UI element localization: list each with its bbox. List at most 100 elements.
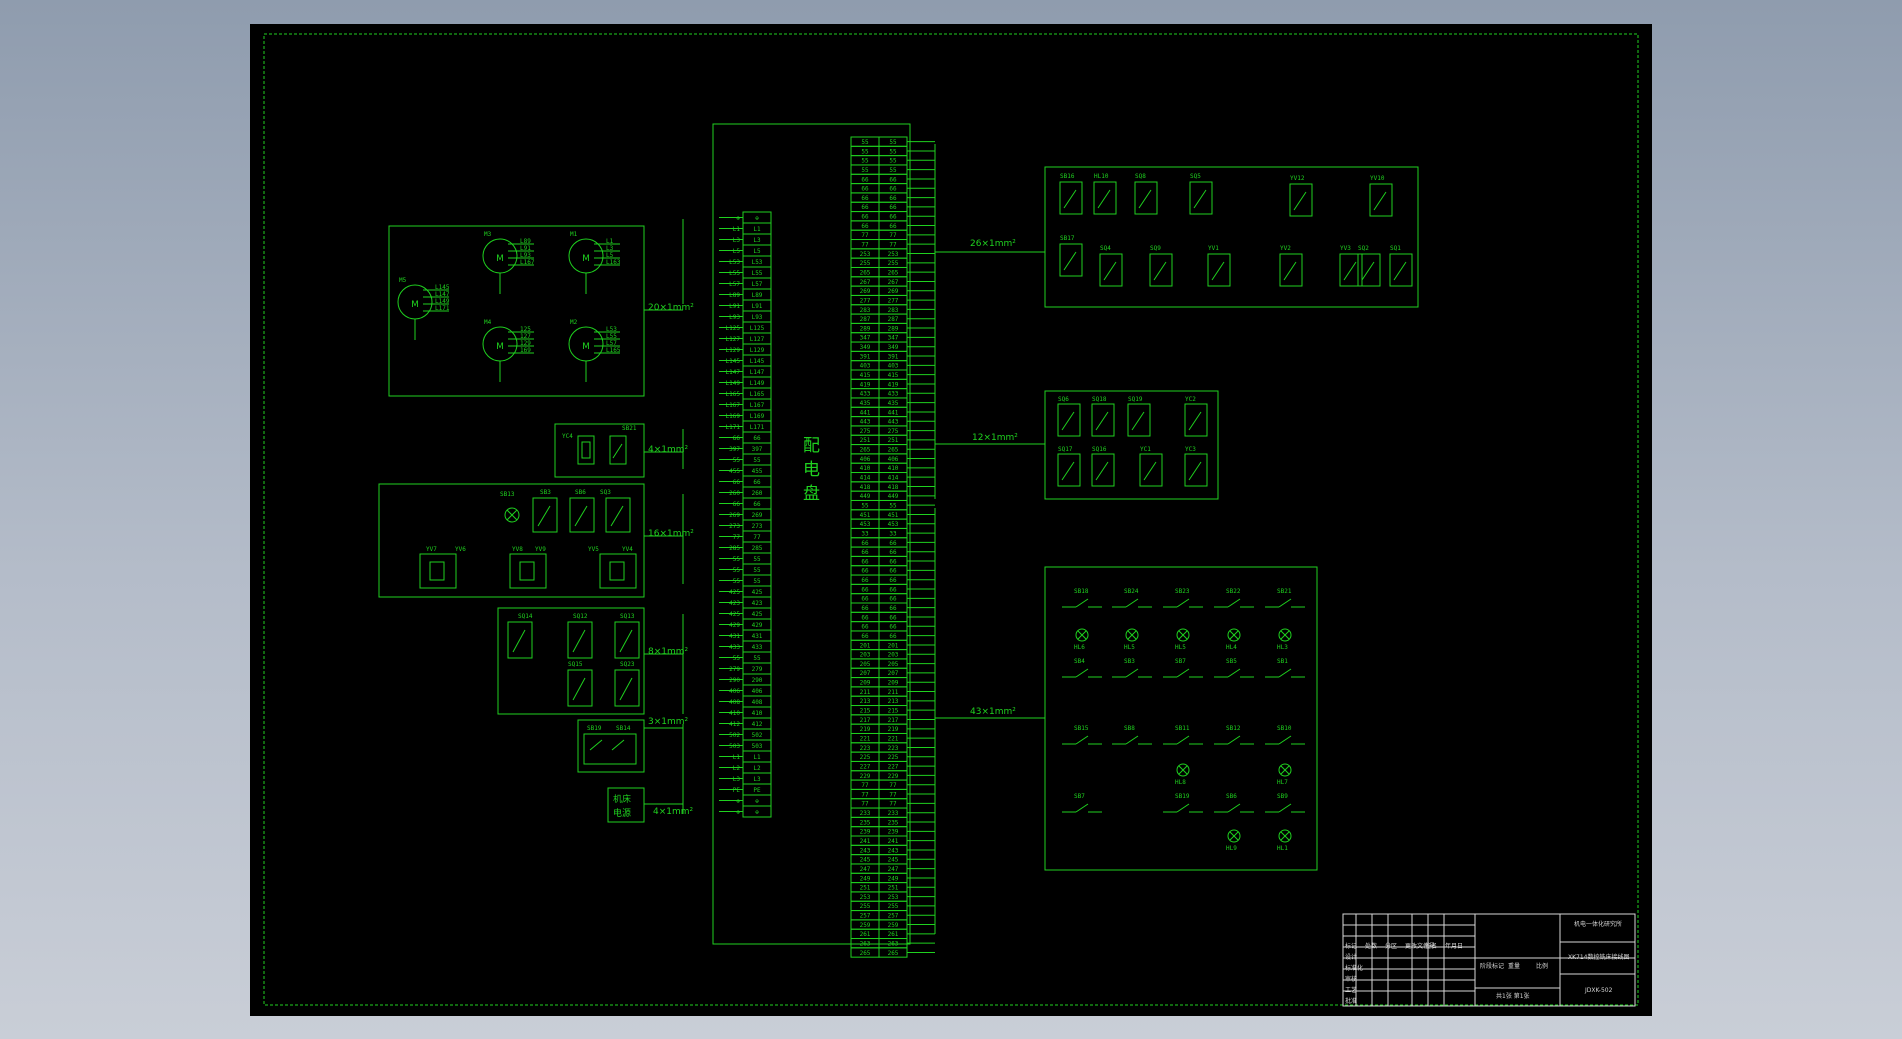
outer-terminal-label-r: 66 — [889, 204, 897, 211]
svg-text:JDXK-502: JDXK-502 — [1584, 987, 1613, 994]
inner-terminal-label: L55 — [752, 270, 763, 277]
schematic-canvas: 配 电 盘 ⊕⊕L1L1L3L3L5L5L53L53L55L55L57L57L8… — [263, 33, 1639, 1007]
inner-terminal-label: L3 — [753, 237, 761, 244]
title-block-cell: 更改文件号 — [1405, 942, 1435, 950]
inner-terminal-label: L53 — [752, 259, 763, 266]
button-label: SB22 — [1226, 588, 1241, 595]
outer-terminal-label: 265 — [860, 447, 871, 454]
inner-terminal-label: 77 — [753, 534, 761, 541]
device-symbol — [1389, 253, 1413, 287]
inner-terminal-label: ⊕ — [755, 798, 759, 805]
motor-terminal: L165 — [606, 347, 621, 354]
outer-terminal-label: 55 — [861, 139, 869, 146]
lamp-label: HL5 — [1175, 644, 1186, 651]
inner-terminal-left-label: 433 — [729, 644, 740, 651]
outer-terminal-label: 418 — [860, 484, 871, 491]
svg-text:YV9: YV9 — [535, 546, 546, 553]
device-symbol — [1099, 253, 1123, 287]
inner-terminal-label: 503 — [752, 743, 763, 750]
outer-terminal-label-r: 277 — [888, 297, 899, 304]
inner-terminal-label: 55 — [753, 567, 761, 574]
outer-terminal-label: 221 — [860, 735, 871, 742]
device-symbol — [1091, 403, 1115, 437]
right-mid-box — [1044, 390, 1219, 500]
inner-terminal-label: L165 — [750, 391, 765, 398]
outer-terminal-label: 247 — [860, 866, 871, 873]
outer-terminal-label: 261 — [860, 931, 871, 938]
outer-terminal-label: 267 — [860, 279, 871, 286]
outer-terminal-label: 451 — [860, 512, 871, 519]
inner-terminal-left-label: 55 — [733, 556, 741, 563]
inner-terminal-left-label: L89 — [729, 292, 740, 299]
cable-label-c9: 43×1mm² — [970, 707, 1016, 717]
svg-text:SB3: SB3 — [540, 489, 551, 496]
device-label: HL10 — [1094, 173, 1109, 180]
sb-box — [577, 719, 645, 773]
lamp-label: HL4 — [1226, 644, 1237, 651]
device-label: SQ4 — [1100, 245, 1111, 252]
inner-terminal-label: 412 — [752, 721, 763, 728]
outer-terminal-label-r: 243 — [888, 847, 899, 854]
outer-terminal-label-r: 349 — [888, 344, 899, 351]
motor-terminal: L5 — [606, 252, 614, 259]
svg-text:SB13: SB13 — [500, 491, 515, 498]
inner-terminal-left-label: 503 — [729, 743, 740, 750]
outer-terminal-label: 249 — [860, 875, 871, 882]
inner-terminal-left-label: 269 — [729, 512, 740, 519]
outer-terminal-label-r: 267 — [888, 279, 899, 286]
title-block-cell: 标记 — [1345, 942, 1357, 950]
outer-terminal-label-r: 269 — [888, 288, 899, 295]
title-block-cell: 审核 — [1345, 975, 1357, 983]
inner-terminal-left-label: 423 — [729, 600, 740, 607]
device-label: SQ19 — [1128, 396, 1143, 403]
button-label: SB21 — [1277, 588, 1292, 595]
lamp-label: HL9 — [1226, 845, 1237, 852]
inner-terminal-left-label: ⊕ — [736, 809, 740, 816]
device-symbol — [1059, 243, 1083, 277]
inner-terminal-label: L1 — [753, 754, 761, 761]
outer-terminal-label: 277 — [860, 297, 871, 304]
device-label: YV1 — [1208, 245, 1219, 252]
device-symbol — [1127, 403, 1151, 437]
svg-text:YC4: YC4 — [562, 433, 573, 440]
wire-bus — [682, 144, 936, 934]
outer-terminal-label-r: 55 — [889, 148, 897, 155]
motor-terminal: L57 — [606, 340, 617, 347]
outer-terminal-label-r: 451 — [888, 512, 899, 519]
inner-terminal-left-label: L2 — [733, 765, 741, 772]
svg-text:SQ12: SQ12 — [573, 613, 588, 620]
outer-terminal-label-r: 251 — [888, 437, 899, 444]
svg-text:SB19: SB19 — [587, 725, 602, 732]
outer-terminal-label-r: 66 — [889, 214, 897, 221]
motor-terminal: L145 — [435, 284, 450, 291]
outer-terminal-label: 275 — [860, 428, 871, 435]
outer-terminal-label: 55 — [861, 148, 869, 155]
inner-terminal-left-label: L93 — [729, 314, 740, 321]
inner-terminal-left-label: 425 — [729, 589, 740, 596]
inner-terminal-left-label: ⊕ — [736, 798, 740, 805]
outer-terminal-label-r: 235 — [888, 819, 899, 826]
lamp-symbol — [1176, 628, 1190, 642]
inner-terminal-left-label: L125 — [726, 325, 741, 332]
inner-terminal-label: 397 — [752, 446, 763, 453]
inner-terminal-left-label: 406 — [729, 688, 740, 695]
device-label: SQ2 — [1358, 245, 1369, 252]
motor-terminal: L171 — [435, 305, 450, 312]
outer-terminal-label-r: 449 — [888, 493, 899, 500]
outer-terminal-label-r: 443 — [888, 419, 899, 426]
device-symbol — [1139, 453, 1163, 487]
outer-terminal-label-r: 66 — [889, 605, 897, 612]
outer-terminal-label-r: 221 — [888, 735, 899, 742]
inner-terminal-left-label: L3 — [733, 776, 741, 783]
outer-terminal-label: 77 — [861, 782, 869, 789]
outer-terminal-label: 55 — [861, 167, 869, 174]
outer-terminal-label: 219 — [860, 726, 871, 733]
inner-terminal-left-label: 397 — [729, 446, 740, 453]
outer-terminal-label: 391 — [860, 353, 871, 360]
outer-terminal-label: 66 — [861, 633, 869, 640]
inner-terminal-label: L5 — [753, 248, 761, 255]
outer-terminal-label: 269 — [860, 288, 871, 295]
device-symbol — [1057, 453, 1081, 487]
